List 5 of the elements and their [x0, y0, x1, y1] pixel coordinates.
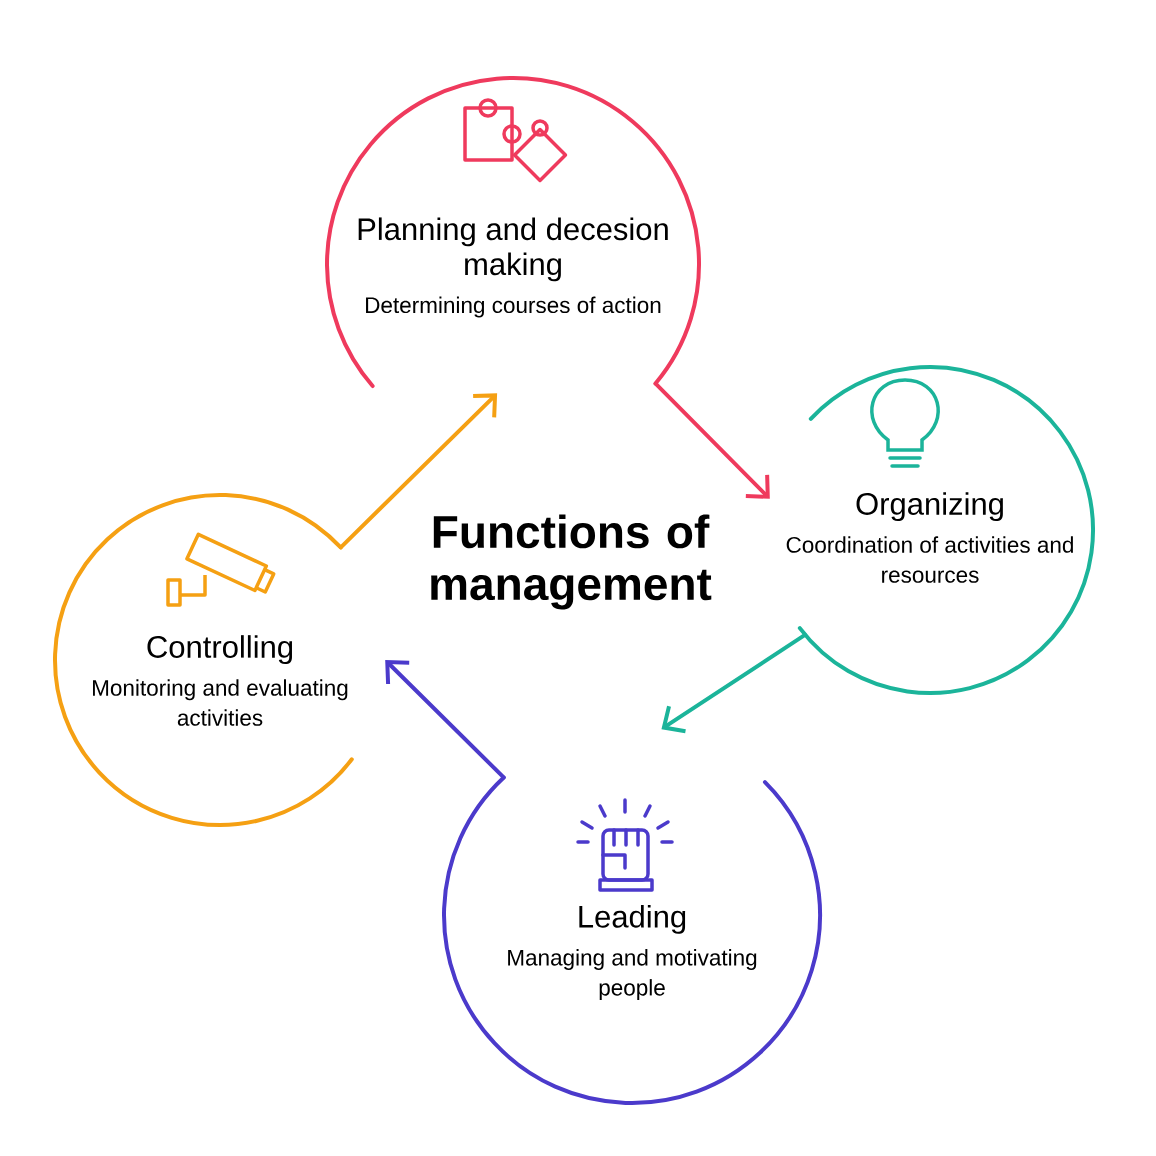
arrow — [661, 632, 807, 734]
arrow — [338, 393, 498, 550]
arrow — [653, 381, 770, 499]
title: Functions of management — [431, 514, 712, 610]
arrow — [385, 660, 506, 780]
